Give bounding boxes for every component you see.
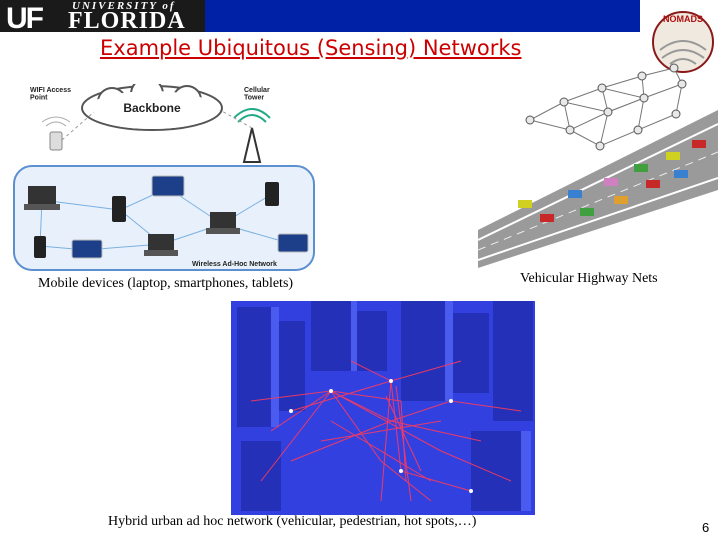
laptop-icon (24, 186, 60, 210)
slide-title: Example Ubiquitous (Sensing) Networks (100, 36, 522, 60)
smartphone-icon (112, 196, 126, 222)
tablet-icon (277, 233, 309, 253)
urban-network-image (231, 301, 535, 515)
vehicular-highway-diagram (478, 63, 718, 268)
smartphone-icon (34, 236, 46, 258)
car-icon (518, 200, 532, 208)
nomads-logo-text: NOMADS (663, 14, 703, 24)
uf-logo: UF UNIVERSITY of FLORIDA (0, 0, 205, 35)
adhoc-label: Wireless Ad-Hoc Network (192, 261, 277, 268)
caption-vehicular: Vehicular Highway Nets (520, 271, 658, 286)
laptop-icon (144, 234, 178, 256)
car-icon (568, 190, 582, 198)
smartphone-icon (265, 182, 279, 206)
car-icon (604, 178, 618, 186)
nomads-logo: NOMADS (652, 11, 714, 73)
car-icon (646, 180, 660, 188)
tablet-icon (71, 239, 103, 259)
laptop-icon (206, 212, 240, 234)
car-icon (666, 152, 680, 160)
page-number: 6 (702, 520, 710, 535)
car-icon (580, 208, 594, 216)
tablet-icon (151, 175, 185, 197)
uf-logo-florida: FLORIDA (68, 8, 186, 34)
backbone-label: Backbone (123, 101, 181, 115)
car-icon (634, 164, 648, 172)
backbone-cloud (81, 84, 223, 131)
caption-mobile-devices: Mobile devices (laptop, smartphones, tab… (38, 276, 294, 291)
cellular-tower-icon (242, 127, 262, 163)
car-icon (540, 214, 554, 222)
car-icon (692, 140, 706, 148)
car-icon (674, 170, 688, 178)
uf-logo-university: UNIVERSITY of (72, 0, 176, 12)
wifi-access-point-icon (49, 131, 63, 151)
caption-urban: Hybrid urban ad hoc network (vehicular, … (108, 514, 477, 529)
car-icon (614, 196, 628, 204)
uf-logo-mark: UF (6, 2, 44, 35)
